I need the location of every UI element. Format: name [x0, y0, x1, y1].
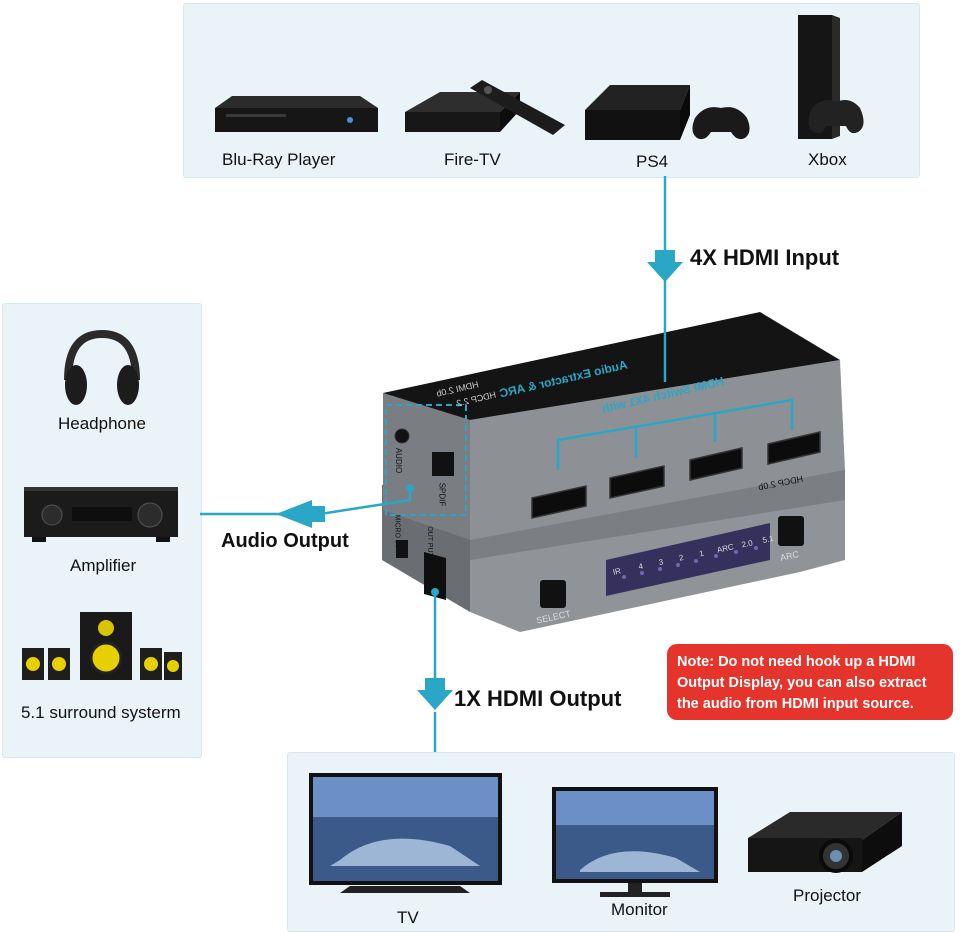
- display-label-monitor: Monitor: [611, 900, 668, 919]
- audio-output-label: Audio Output: [221, 530, 349, 552]
- audio-port-label: AUDIO: [394, 447, 404, 474]
- indicator-1: 1: [698, 548, 705, 559]
- source-label-bluray: Blu-Ray Player: [222, 150, 336, 169]
- indicator-3: 3: [657, 557, 665, 568]
- ps4-console-icon: [585, 85, 750, 140]
- audio-label-amplifier: Amplifier: [70, 556, 137, 575]
- indicator-4: 4: [637, 561, 644, 572]
- source-label-ps4: PS4: [636, 152, 669, 171]
- display-label-projector: Projector: [793, 886, 862, 905]
- audio-label-headphone: Headphone: [58, 414, 146, 433]
- indicator-ir: IR: [612, 566, 622, 577]
- surround-speakers-icon: [22, 612, 182, 680]
- bluray-player-icon: [215, 96, 378, 132]
- source-label-firetv: Fire-TV: [444, 150, 501, 169]
- projector-icon: [748, 812, 902, 873]
- headphone-icon: [64, 329, 140, 405]
- source-label-xbox: Xbox: [808, 150, 847, 169]
- output-port-label: OUT PUT: [425, 526, 433, 557]
- hdmi-input-label: 4X HDMI Input: [690, 245, 840, 270]
- amplifier-icon: [24, 487, 178, 542]
- hdmi-switch-device: [382, 312, 845, 632]
- sources-panel: [183, 3, 920, 178]
- spdif-port-label: SPDIF: [437, 482, 447, 507]
- audio-label-surround: 5.1 surround systerm: [21, 703, 181, 722]
- monitor-icon: [552, 787, 718, 897]
- note-callout: Note: Do not need hook up a HDMI Output …: [667, 644, 953, 720]
- micro-usb-label: MICRO 5V: [393, 514, 401, 549]
- hdmi-output-label: 1X HDMI Output: [454, 686, 622, 711]
- xbox-console-icon: [798, 15, 864, 139]
- display-label-tv: TV: [397, 908, 419, 927]
- indicator-2: 2: [678, 553, 685, 563]
- tv-icon: [309, 773, 502, 893]
- fire-tv-icon: [405, 80, 565, 135]
